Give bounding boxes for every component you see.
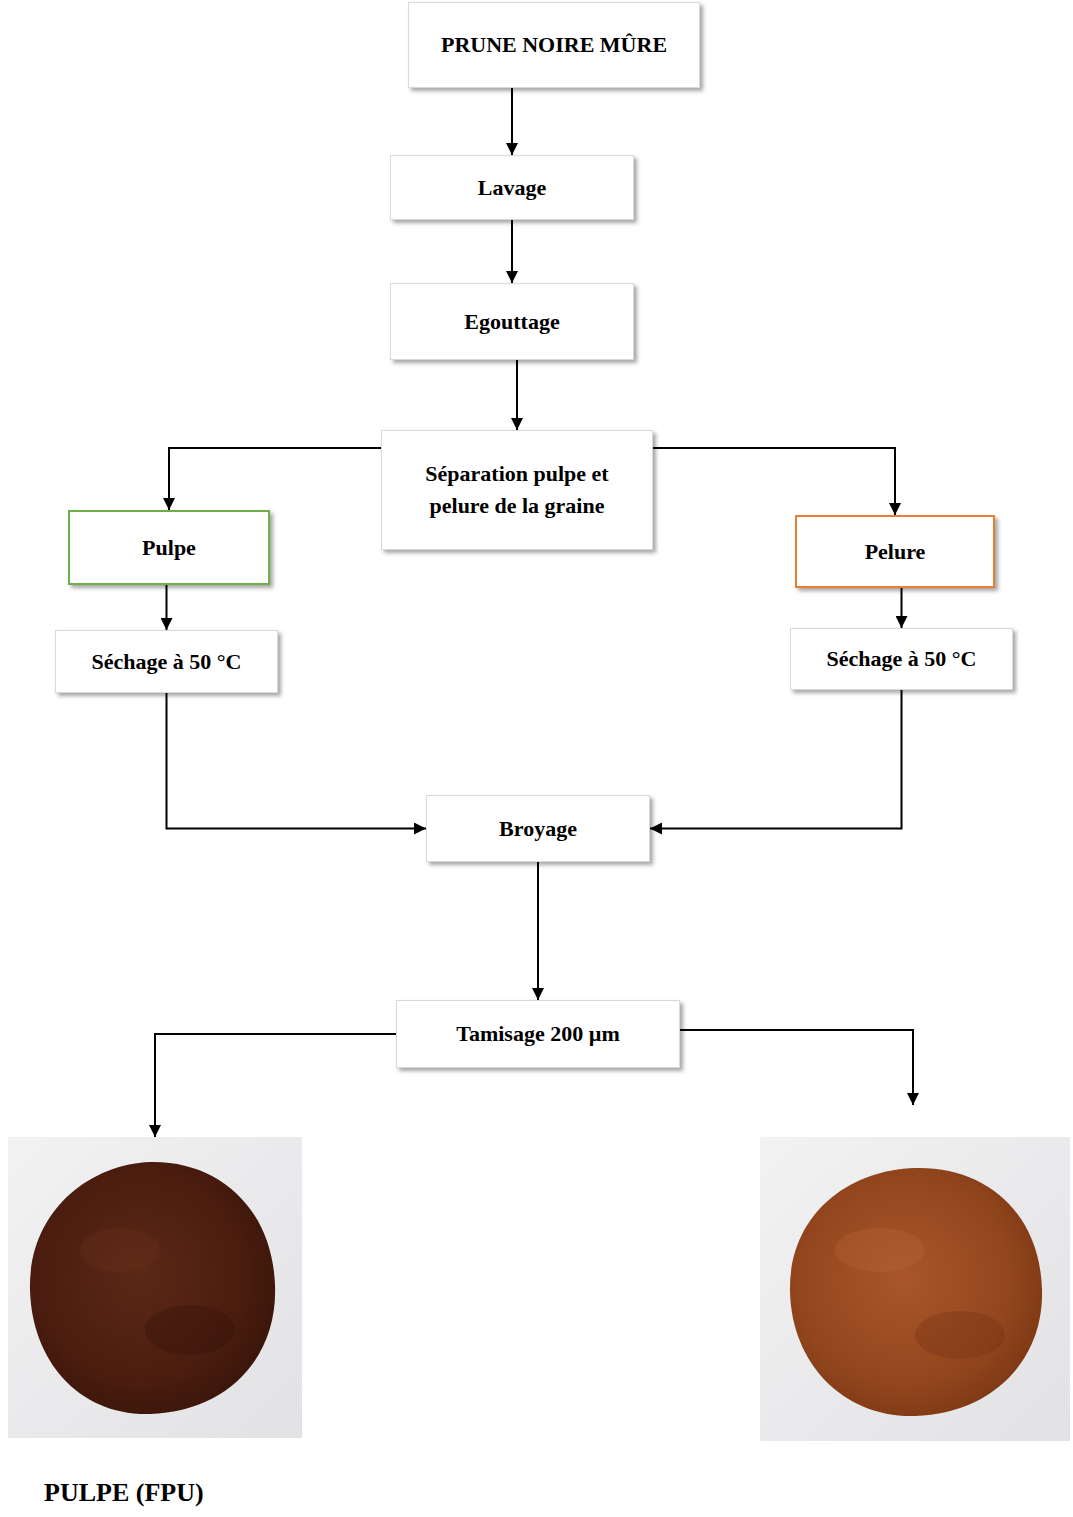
process-box: Séchage à 50 °C — [55, 630, 278, 693]
flow-arrow — [511, 220, 513, 283]
box-label: Lavage — [478, 172, 546, 204]
flow-arrow — [653, 448, 895, 515]
box-label: Séparation pulpe et pelure de la graine — [407, 458, 627, 522]
powder-photo — [8, 1137, 302, 1438]
box-label: Pulpe — [142, 532, 196, 564]
flow-arrow — [155, 1034, 396, 1137]
flow-arrow — [166, 585, 168, 630]
process-box: Séparation pulpe et pelure de la graine — [381, 430, 653, 550]
flow-arrow — [537, 862, 539, 1000]
arrow-line — [680, 1030, 913, 1105]
process-box: Séchage à 50 °C — [790, 628, 1013, 690]
box-label: Broyage — [499, 813, 577, 845]
box-label: Séchage à 50 °C — [827, 643, 977, 675]
product-box: Pulpe — [68, 510, 270, 585]
flow-arrow — [167, 693, 427, 829]
flow-arrow — [516, 360, 518, 430]
process-box: Broyage — [426, 795, 650, 862]
powder-photo — [760, 1137, 1070, 1441]
box-label: Egouttage — [464, 306, 559, 338]
product-caption: PULPE (FPU) — [44, 1474, 204, 1512]
box-label: Pelure — [865, 536, 926, 568]
box-label: Tamisage 200 µm — [456, 1018, 619, 1050]
process-box: Egouttage — [390, 283, 634, 360]
product-box: Pelure — [795, 515, 995, 588]
powder-node: PULPE (FPU) — [8, 1137, 302, 1438]
flow-arrow — [169, 448, 381, 510]
process-box: Lavage — [390, 155, 634, 220]
flow-arrow — [650, 690, 902, 829]
flow-arrow — [511, 88, 513, 155]
start-box: PRUNE NOIRE MÛRE — [408, 2, 700, 88]
process-box: Tamisage 200 µm — [396, 1000, 680, 1068]
flow-arrow — [901, 588, 903, 628]
box-label: PRUNE NOIRE MÛRE — [441, 29, 667, 61]
box-label: Séchage à 50 °C — [92, 646, 242, 678]
